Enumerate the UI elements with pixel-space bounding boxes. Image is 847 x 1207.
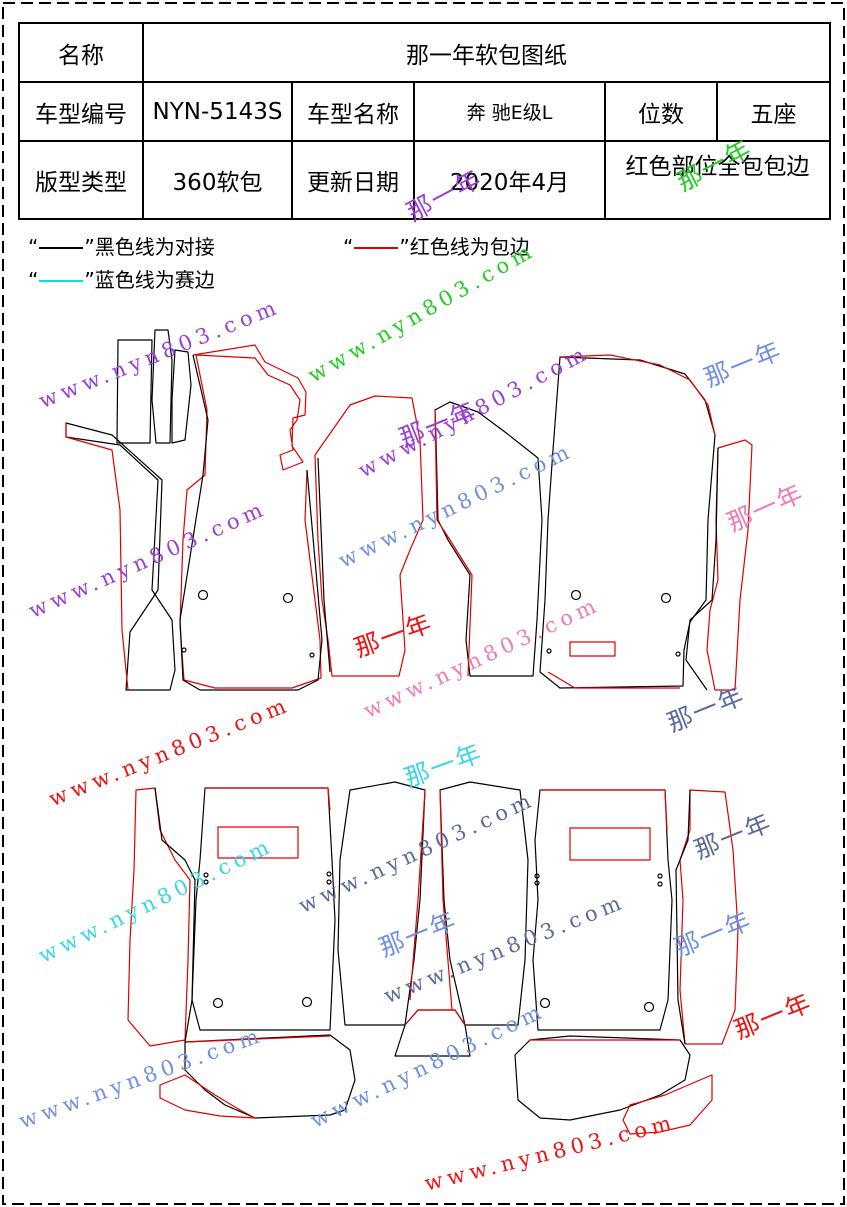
mount-hole	[282, 592, 294, 604]
code-value: NYN-5143S	[142, 81, 293, 142]
mount-hole	[326, 879, 332, 885]
seats-value: 五座	[715, 81, 832, 142]
black-line-swatch	[39, 246, 84, 249]
rear-right-floor-mat-red	[540, 789, 668, 831]
mount-hole	[534, 880, 540, 886]
rear-right-side-trim-black	[675, 789, 691, 1045]
mount-hole	[660, 592, 672, 604]
mount-hole	[309, 652, 315, 658]
front-left-floor-mat	[179, 344, 322, 689]
rear-tunnel-left-red	[409, 789, 426, 1001]
mount-hole	[539, 997, 551, 1009]
front-left-pieces	[65, 329, 323, 691]
name-label: 名称	[18, 22, 144, 83]
mount-hole	[546, 648, 552, 654]
front-left-side-trim	[65, 422, 176, 691]
rear-left-side-trim-black	[154, 787, 196, 1043]
rear-center-pieces	[337, 781, 529, 1057]
mount-hole	[212, 997, 224, 1009]
front-left-pillar-strip	[116, 339, 153, 444]
mount-hole	[643, 1001, 655, 1013]
rear-right-floor-mat	[532, 789, 673, 1031]
front-right-floor-mat-red	[559, 354, 716, 436]
front-left-pillar-strip-2	[151, 329, 173, 444]
legend-black-text: 黑色线为对接	[94, 235, 215, 259]
note-value: 红色部位全包包边	[603, 140, 832, 220]
mount-hole	[181, 647, 187, 653]
legend-red: “ ”红色线为包边	[343, 231, 530, 260]
legend-quote: ”	[84, 235, 95, 259]
mount-hole	[301, 996, 313, 1008]
cyan-line-swatch	[39, 279, 84, 282]
legend-quote: “	[343, 235, 354, 259]
rear-tunnel-right	[439, 781, 529, 1026]
rear-right-seat-base	[514, 1035, 691, 1121]
rear-tunnel-right-red	[439, 789, 453, 1011]
front-tunnel-left	[314, 395, 424, 677]
code-label: 车型编号	[18, 81, 144, 142]
rear-right-heel-pad	[569, 827, 651, 861]
date-label: 更新日期	[291, 140, 415, 220]
type-label: 版型类型	[18, 140, 144, 220]
mount-hole	[657, 873, 663, 879]
model-value: 奔 驰E级L	[413, 81, 606, 142]
date-value: 2020年4月	[413, 140, 606, 220]
red-line-swatch	[354, 246, 399, 249]
rear-center-hump-red	[404, 1009, 466, 1026]
rear-left-pieces	[127, 787, 356, 1119]
rear-right-wheel-arch	[622, 1074, 713, 1135]
mount-hole	[570, 589, 582, 601]
rear-left-seat-base-red	[185, 1035, 331, 1043]
legend-quote: ”	[399, 235, 410, 259]
heel-pad	[569, 641, 616, 657]
front-left-floor-mat-black	[179, 354, 323, 691]
seats-label: 位数	[604, 81, 718, 142]
front-right-pieces	[539, 354, 753, 691]
legend-cyan: “ ”蓝色线为赛边	[28, 264, 215, 293]
legend-red-text: 红色线为包边	[409, 235, 530, 259]
mount-hole	[534, 873, 540, 879]
rear-left-floor-mat-red	[205, 787, 331, 811]
front-right-floor-mat-red-bottom	[547, 671, 680, 689]
front-left-pillar-strip-3	[171, 349, 192, 444]
rear-tunnel-left	[337, 781, 426, 1026]
front-tunnel-right-red	[434, 409, 473, 677]
info-table: 名称 那一年软包图纸 车型编号 NYN-5143S 车型名称 奔 驰E级L 位数…	[18, 22, 832, 220]
mount-hole	[326, 871, 332, 877]
front-center-pieces	[314, 395, 543, 677]
front-left-side-trim-red	[65, 423, 129, 691]
model-label: 车型名称	[291, 81, 415, 142]
mount-hole	[657, 881, 663, 887]
front-right-side-trim	[706, 439, 753, 691]
front-tunnel-left-inner	[317, 457, 331, 673]
legend-black: “ ”黑色线为对接	[28, 231, 215, 260]
front-right-side-trim-black	[685, 447, 719, 691]
legend-cyan-text: 蓝色线为赛边	[94, 268, 215, 292]
rear-right-pieces	[514, 789, 739, 1135]
rear-left-heel-pad	[217, 826, 299, 859]
mount-hole	[675, 651, 681, 657]
mount-hole	[203, 879, 209, 885]
rear-left-floor-mat	[191, 787, 336, 1031]
name-value: 那一年软包图纸	[141, 22, 832, 83]
mount-hole	[197, 589, 209, 601]
mount-hole	[203, 872, 209, 878]
type-value: 360软包	[142, 140, 293, 220]
rear-left-wheel-arch	[159, 1074, 256, 1119]
legend-quote: ”	[84, 268, 95, 292]
legend-quote: “	[28, 268, 39, 292]
legend-quote: “	[28, 235, 39, 259]
